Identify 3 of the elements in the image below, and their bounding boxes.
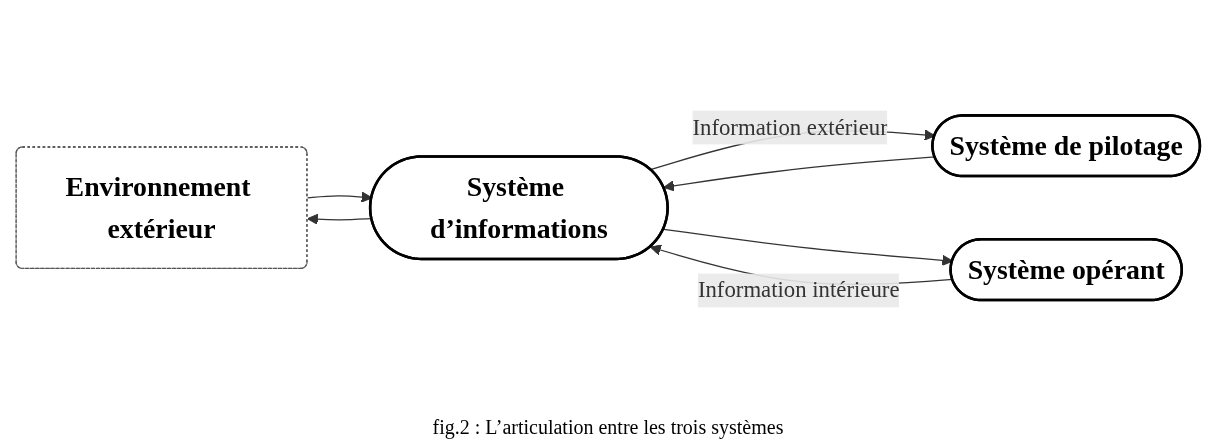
- edge-label: Information extérieur: [692, 114, 888, 140]
- edge-label: Information intérieure: [697, 277, 900, 303]
- figure-caption: fig.2 : L’articulation entre les trois systèmes: [432, 416, 784, 439]
